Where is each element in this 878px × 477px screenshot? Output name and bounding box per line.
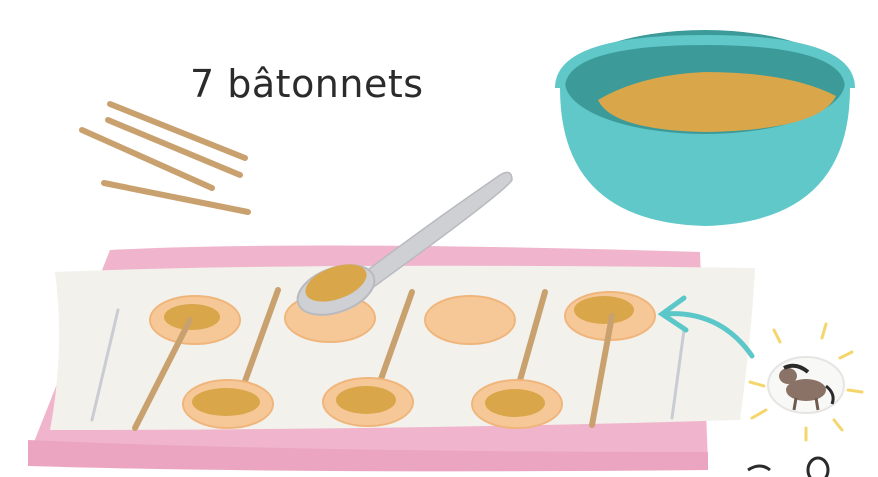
biscuit <box>323 378 413 426</box>
biscuit <box>183 380 273 428</box>
biscuit <box>472 380 562 428</box>
loose-sticks <box>82 104 248 212</box>
partial-drawing <box>748 458 828 477</box>
loose-stick <box>104 183 248 212</box>
bowl-icon <box>560 30 850 226</box>
horse-sticker-icon <box>768 357 844 413</box>
biscuit <box>425 296 515 344</box>
